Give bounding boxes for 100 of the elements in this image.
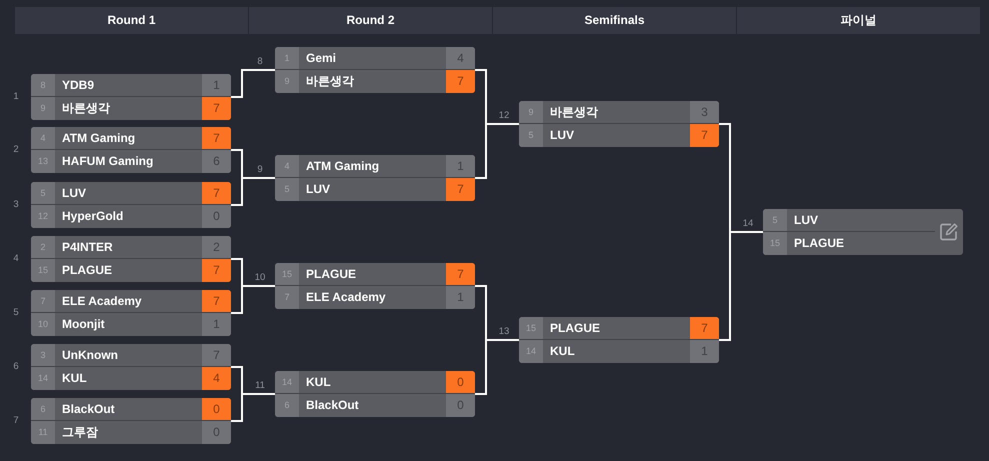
team-name: LUV	[794, 212, 818, 229]
score-cell: 7	[690, 124, 719, 147]
team-name: KUL	[550, 343, 575, 360]
bracket-connector	[475, 123, 519, 179]
match-card	[275, 263, 475, 309]
team-row	[31, 236, 231, 259]
match-number: 1	[12, 91, 20, 103]
team-row	[275, 286, 475, 309]
bracket-connector	[231, 285, 275, 314]
team-row	[31, 421, 231, 444]
match-number: 12	[498, 110, 510, 122]
team-name: YDB9	[62, 77, 94, 94]
match-card	[31, 398, 231, 444]
match-card	[31, 74, 231, 120]
match-card	[519, 101, 719, 147]
score-cell: 0	[202, 398, 231, 420]
team-row	[275, 394, 475, 417]
team-row	[31, 290, 231, 313]
score-cell: 7	[446, 263, 475, 285]
score-cell: 7	[202, 290, 231, 312]
team-row	[519, 317, 719, 340]
score-cell: 7	[446, 70, 475, 93]
score-cell: 7	[202, 182, 231, 204]
team-name: 바른생각	[306, 73, 354, 90]
team-row	[275, 178, 475, 201]
match-card	[31, 182, 231, 228]
match-number: 13	[498, 326, 510, 338]
team-name: BlackOut	[62, 401, 115, 418]
team-row	[31, 259, 231, 282]
team-row	[31, 150, 231, 173]
team-row	[31, 313, 231, 336]
score-cell: 7	[690, 317, 719, 339]
team-name: ELE Academy	[306, 289, 386, 306]
team-row	[275, 371, 475, 394]
team-name: PLAGUE	[306, 266, 356, 283]
team-row	[519, 101, 719, 124]
team-row	[31, 398, 231, 421]
score-cell: 7	[202, 127, 231, 149]
team-row	[31, 97, 231, 120]
team-name: KUL	[62, 370, 87, 387]
team-name: ELE Academy	[62, 293, 142, 310]
team-row	[275, 70, 475, 93]
team-name: P4INTER	[62, 239, 113, 256]
match-number: 5	[12, 307, 20, 319]
team-name: 그루잠	[62, 424, 98, 441]
team-name: PLAGUE	[550, 320, 600, 337]
match-number: 10	[254, 272, 266, 284]
team-row	[31, 74, 231, 97]
team-name: LUV	[550, 127, 574, 144]
match-card	[763, 209, 963, 255]
match-card	[31, 127, 231, 173]
team-row	[275, 263, 475, 286]
round-header: Round 1	[15, 7, 248, 34]
score-cell: 7	[202, 259, 231, 282]
team-row	[31, 344, 231, 367]
match-number: 6	[12, 361, 20, 373]
bracket-connector	[231, 177, 275, 206]
bracket-connector	[231, 69, 275, 98]
bracket-connector	[719, 231, 763, 341]
team-row	[275, 47, 475, 70]
match-card	[31, 290, 231, 336]
team-row	[275, 155, 475, 178]
team-row	[763, 209, 935, 232]
team-row	[31, 367, 231, 390]
team-name: 바른생각	[550, 104, 598, 121]
round-header: Round 2	[249, 7, 492, 34]
team-name: PLAGUE	[794, 235, 844, 252]
team-name: HAFUM Gaming	[62, 153, 154, 170]
score-cell: 4	[202, 367, 231, 390]
team-name: ATM Gaming	[62, 130, 136, 147]
team-name: Gemi	[306, 50, 336, 67]
match-number: 3	[12, 199, 20, 211]
round-header: Semifinals	[493, 7, 736, 34]
match-card	[519, 317, 719, 363]
match-card	[31, 236, 231, 282]
team-name: 바른생각	[62, 100, 110, 117]
team-name: BlackOut	[306, 397, 359, 414]
bracket-connector	[475, 339, 519, 395]
match-number: 9	[256, 164, 264, 176]
team-name: PLAGUE	[62, 262, 112, 279]
team-name: HyperGold	[62, 208, 124, 225]
match-card	[275, 371, 475, 417]
round-header: 파이널	[737, 7, 980, 34]
match-number: 2	[12, 144, 20, 156]
match-number: 7	[12, 415, 20, 427]
match-card	[31, 344, 231, 390]
score-cell: 7	[446, 178, 475, 201]
match-number: 11	[254, 380, 266, 392]
team-name: LUV	[62, 185, 86, 202]
team-row	[31, 205, 231, 228]
team-name: Moonjit	[62, 316, 105, 333]
score-cell: 0	[446, 371, 475, 393]
team-name: UnKnown	[62, 347, 118, 364]
team-row	[31, 127, 231, 150]
match-card	[275, 47, 475, 93]
bracket-connector	[231, 393, 275, 422]
match-number: 8	[256, 56, 264, 68]
match-number: 4	[12, 253, 20, 265]
team-name: ATM Gaming	[306, 158, 380, 175]
match-number: 14	[742, 218, 754, 230]
